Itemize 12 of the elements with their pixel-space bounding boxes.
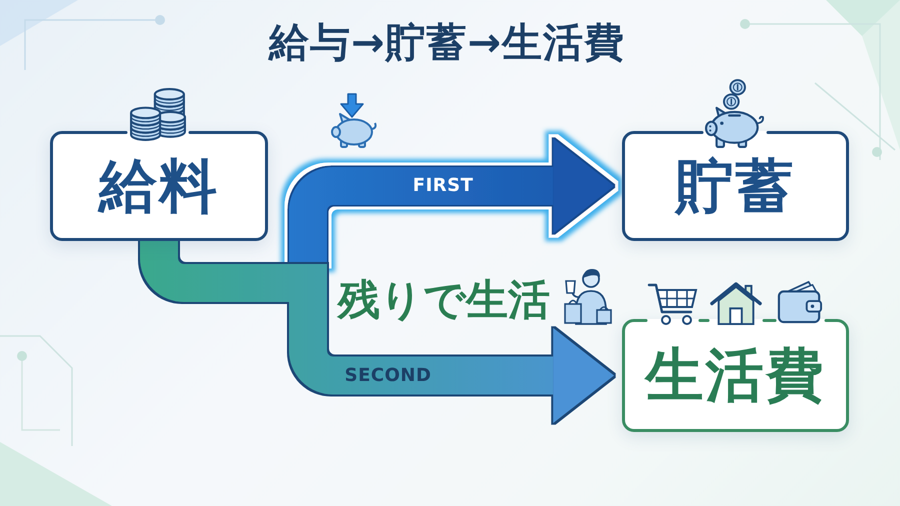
node-title: 貯蓄 — [676, 154, 796, 218]
annotation-text: 残りで生活 — [338, 276, 550, 324]
edge-label: SECOND — [344, 366, 432, 386]
title: 給与→貯蓄→生活費 — [268, 20, 626, 66]
flow-arrow — [289, 302, 614, 423]
node-title: 給料 — [99, 154, 219, 218]
edge-label: FIRST — [412, 176, 474, 196]
node-title: 生活費 — [646, 343, 826, 408]
rounded-box — [50, 131, 268, 241]
flow-arrow — [289, 138, 614, 264]
rounded-box — [622, 131, 849, 241]
rounded-box — [622, 319, 849, 432]
